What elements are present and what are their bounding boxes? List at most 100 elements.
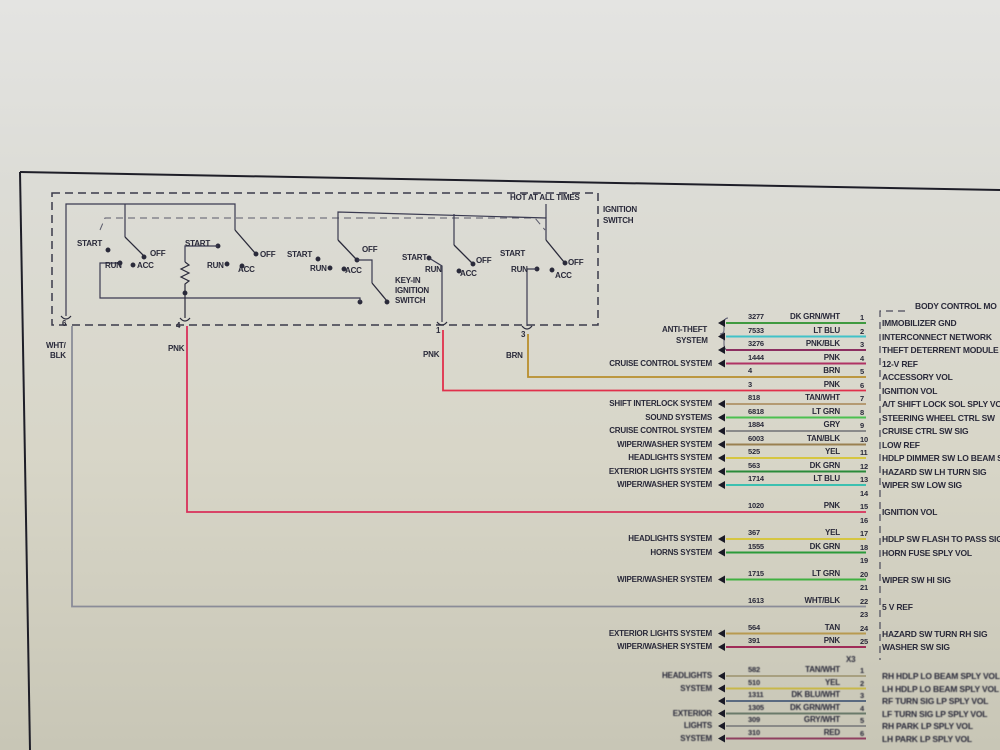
arrow-icon: [718, 643, 725, 651]
circuit-number: 582: [748, 665, 760, 674]
wire-color-label: DK GRN/WHT: [790, 312, 840, 321]
pin-function-label: HDLP SW FLASH TO PASS SIG: [882, 534, 1000, 544]
switch-pin-number: 4: [176, 321, 181, 330]
resistor-icon: [179, 261, 191, 318]
arrow-icon: [718, 575, 725, 584]
pin1-internal-wire: [428, 257, 443, 322]
hot-at-all-times-label: HOT AT ALL TIMES: [510, 193, 580, 202]
bcm-outline: [879, 310, 905, 660]
circuit-number: 525: [748, 447, 760, 456]
arrow-icon: [718, 684, 725, 693]
wire-color-label: YEL: [825, 528, 840, 537]
pin-function-label: LH PARK LP SPLY VOL: [882, 733, 972, 744]
arrow-icon: [718, 535, 725, 543]
pin-function-label: LH HDLP LO BEAM SPLY VOL: [882, 683, 999, 694]
ignition-switch-outline: [51, 192, 599, 326]
pin-function-label: WASHER SW SIG: [882, 642, 950, 652]
pin-function-label: LF TURN SIG LP SPLY VOL: [882, 708, 988, 719]
connector-symbols: [60, 315, 533, 330]
run-label: RUN: [425, 265, 442, 274]
system-link-label: EXTERIOR LIGHTS SYSTEM: [608, 628, 712, 638]
pin-number: 21: [860, 583, 868, 592]
wire-color-label: DK GRN/WHT: [790, 702, 840, 712]
pin-function-label: STEERING WHEEL CTRL SW: [882, 412, 995, 423]
arrow-icon: [718, 481, 725, 489]
system-link-label: HEADLIGHTS SYSTEM: [628, 453, 712, 462]
switch-contacts: [105, 229, 568, 305]
circuit-number: 3277: [748, 312, 764, 321]
off-label: OFF: [568, 258, 584, 267]
wire-pin-22: [71, 326, 866, 608]
system-link-label: LIGHTS: [683, 721, 712, 730]
key-in-label: IGNITION: [395, 286, 429, 295]
circuit-number: 391: [748, 636, 760, 645]
start-label: START: [77, 239, 103, 248]
circuit-number: 3: [748, 379, 752, 389]
wire-color-label: YEL: [825, 677, 840, 687]
wire-color-label: TAN/WHT: [805, 393, 840, 402]
pin-number: 6: [860, 380, 864, 390]
system-link-label: WIPER/WASHER SYSTEM: [617, 480, 712, 489]
pin-function-label: CRUISE CTRL SW SIG: [882, 426, 969, 436]
ignition-switch-title: SWITCH: [603, 216, 634, 225]
pin-number: 19: [860, 556, 868, 565]
pin-function-label: INTERCONNECT NETWORK: [882, 331, 992, 342]
wire-color-label: TAN/BLK: [806, 433, 840, 443]
pin-function-label: WIPER SW HI SIG: [882, 574, 951, 585]
circuit-number: 1715: [748, 568, 764, 578]
acc-label: ACC: [555, 271, 572, 280]
start-label: START: [185, 239, 211, 248]
circuit-number: 1311: [748, 690, 764, 699]
switch-pin-number: 3: [521, 330, 526, 339]
wire-pin-6: [442, 330, 866, 392]
wire-color-label: PNK/BLK: [805, 339, 840, 348]
pin-number: 10: [860, 434, 868, 444]
pin-function-label: HORN FUSE SPLY VOL: [882, 547, 972, 558]
key-in-wire: [357, 259, 373, 283]
system-link-label: WIPER/WASHER SYSTEM: [617, 642, 712, 651]
pin-function-label: IMMOBILIZER GND: [882, 318, 957, 328]
system-link-label: SYSTEM: [680, 683, 712, 693]
pin-number: 5: [860, 716, 864, 725]
wire-color-label: LT BLU: [813, 474, 840, 483]
off-label: OFF: [150, 249, 166, 258]
off-label: OFF: [260, 250, 276, 259]
arrow-icon: [718, 413, 725, 422]
wire-color-label: PNK: [823, 501, 840, 510]
pin-function-label: IGNITION VOL: [882, 385, 938, 396]
circuit-number: 3276: [748, 339, 764, 348]
pin-number: 11: [860, 448, 868, 457]
pin-number: 17: [860, 529, 868, 538]
arrow-icon: [718, 359, 725, 368]
system-link-label: HORNS SYSTEM: [650, 547, 712, 557]
switch-pin-number: 1: [436, 326, 441, 335]
pin-number: 16: [860, 515, 868, 525]
start-label: START: [402, 253, 428, 262]
circuit-number: 564: [748, 622, 760, 632]
run-return-wire: [99, 262, 361, 302]
pin-number: 8: [860, 407, 864, 417]
system-link-label: CRUISE CONTROL SYSTEM: [609, 426, 712, 435]
circuit-number: 310: [748, 727, 760, 737]
circuit-number: 1305: [748, 702, 764, 712]
wire-color-label: PNK: [823, 352, 840, 362]
start-resistor-wire: [184, 245, 218, 262]
wire-color-label: GRY: [823, 420, 841, 429]
circuit-number: 367: [748, 528, 760, 537]
circuit-number: 309: [748, 715, 760, 724]
circuit-number: 1555: [748, 541, 764, 551]
pin-number: 15: [860, 502, 868, 511]
wire-pin-5: [527, 334, 866, 378]
switch-bus-left: [65, 203, 236, 316]
pin-function-label: RF TURN SIG LP SPLY VOL: [882, 696, 989, 706]
pin-number: 7: [860, 394, 864, 403]
arrow-icon: [718, 332, 725, 341]
off-label: OFF: [476, 256, 492, 265]
pin-function-label: THEFT DETERRENT MODULE: [882, 345, 999, 355]
pin-number: 4: [860, 703, 864, 713]
pin-number: 14: [860, 488, 868, 498]
arrow-icon: [718, 734, 725, 743]
key-in-label: KEY-IN: [395, 276, 421, 285]
wire-color-label: PNK: [823, 379, 840, 389]
frame-left: [19, 171, 31, 750]
